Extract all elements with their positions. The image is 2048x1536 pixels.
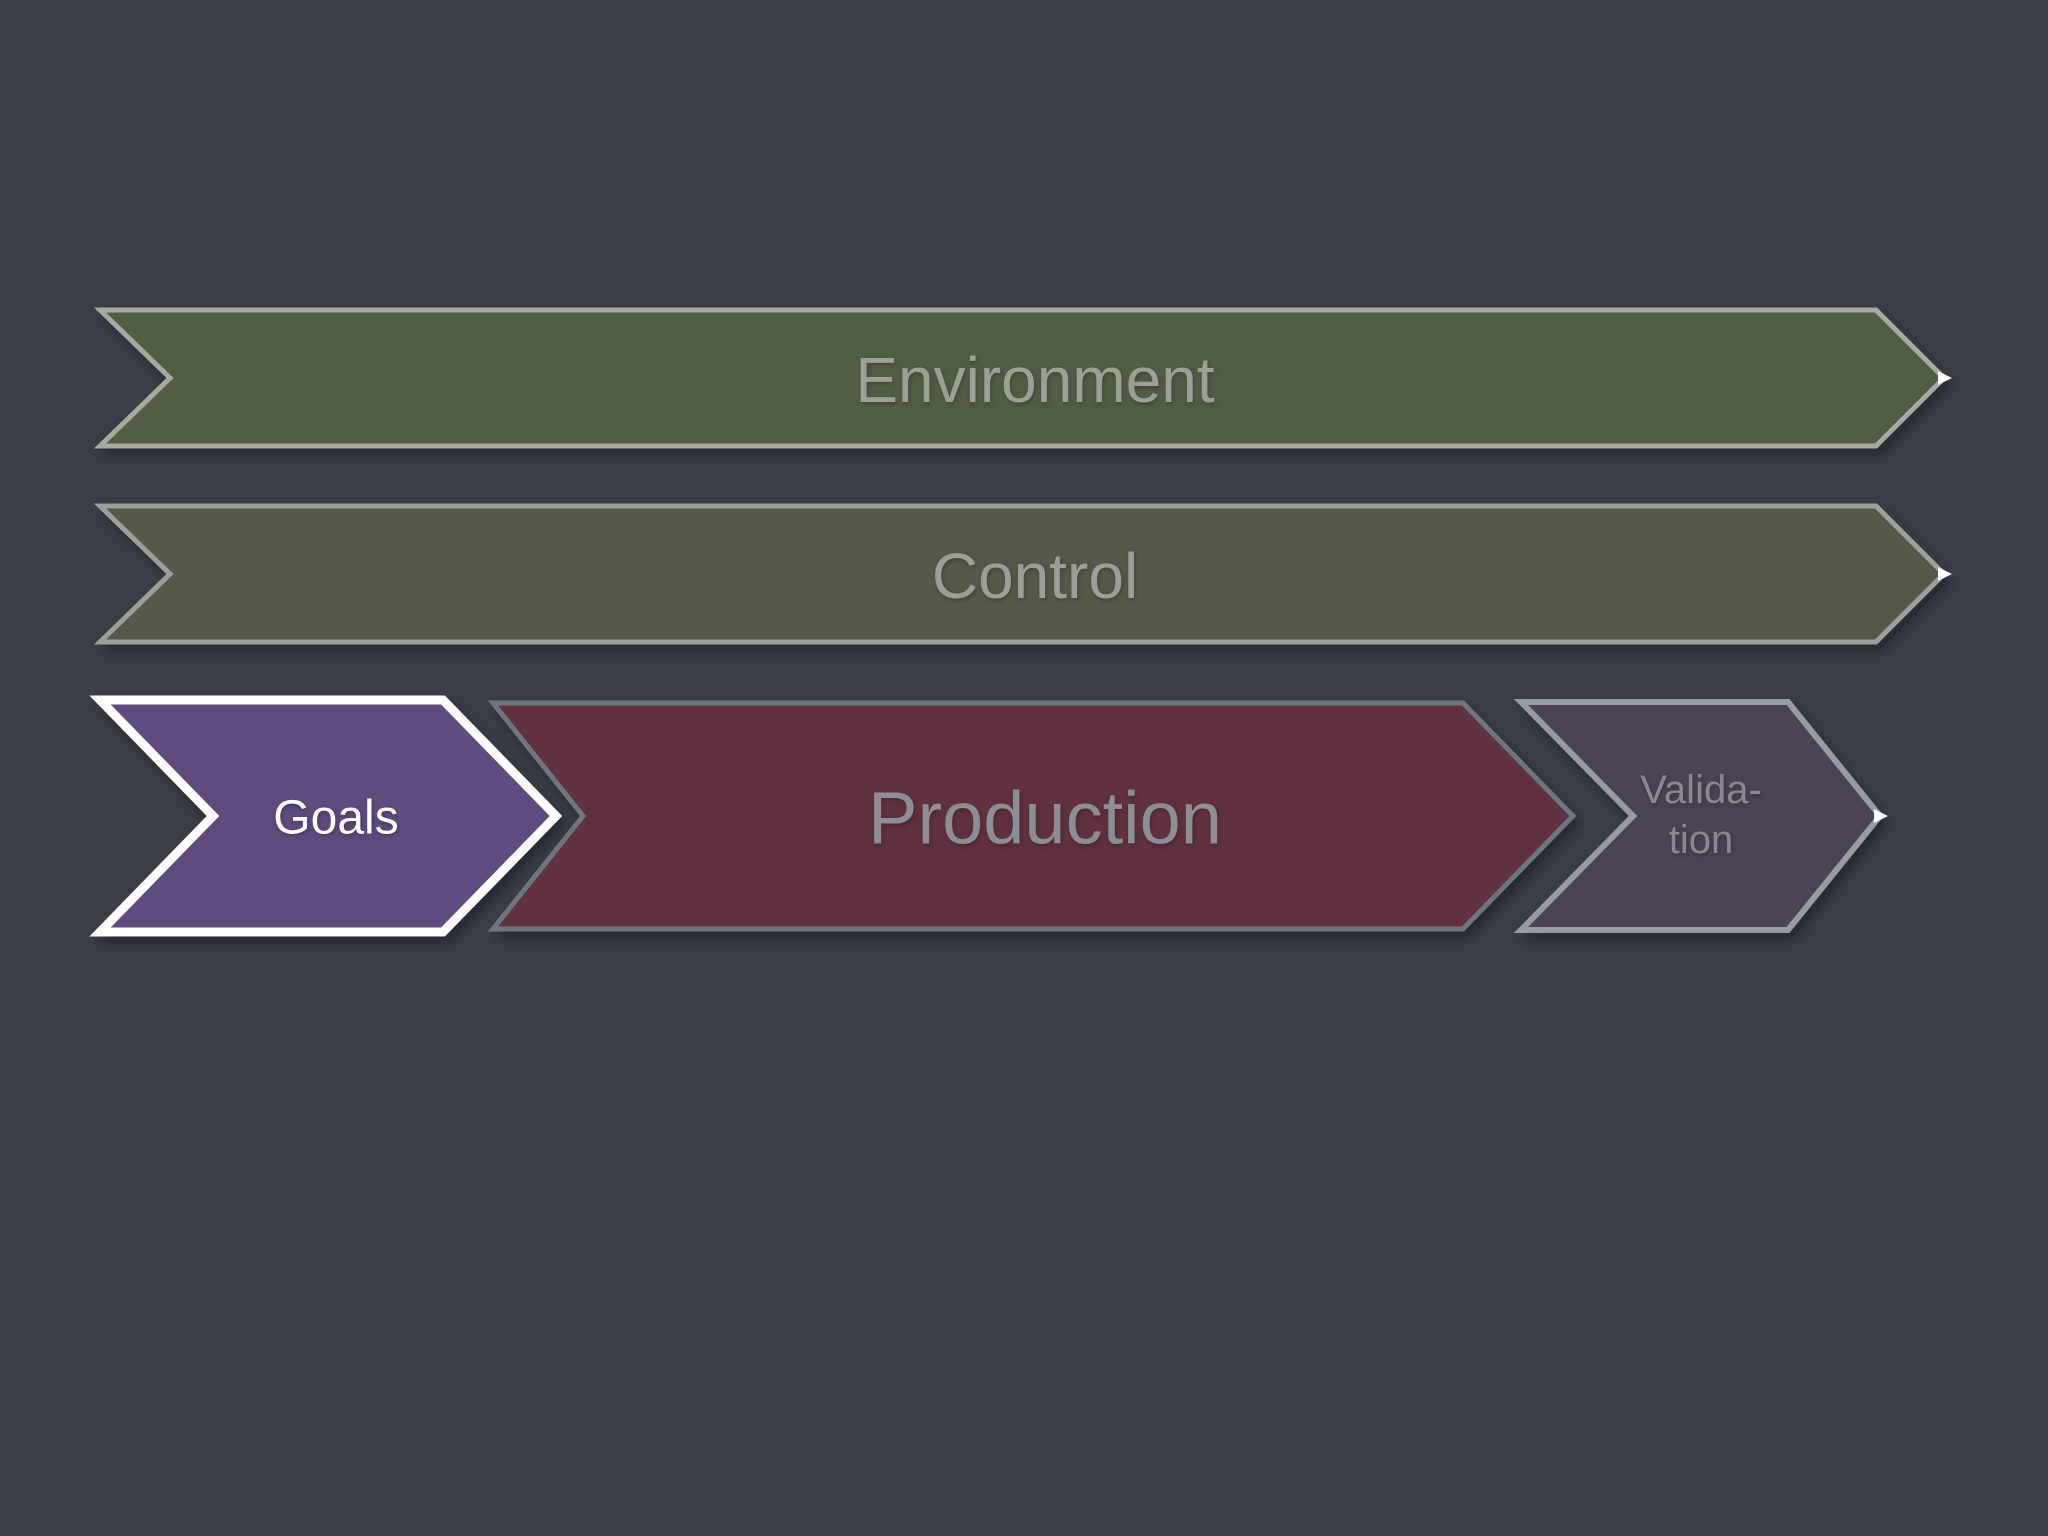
goals-label: Goals	[273, 792, 398, 845]
validation-chevron-shape	[1513, 699, 1884, 933]
validation-label-line1: Valida-	[1640, 768, 1762, 812]
goals-chevron: Goals	[89, 695, 563, 937]
environment-label: Environment	[855, 344, 1215, 416]
control-arrow-tip-highlight-icon	[1938, 567, 1952, 581]
environment-arrow-shape	[93, 307, 1948, 449]
control-arrow-shape	[93, 503, 1948, 645]
production-label: Production	[868, 777, 1222, 860]
goals-chevron-shape	[89, 695, 563, 937]
production-arrow-shape	[487, 700, 1577, 932]
validation-chevron-tip-highlight-icon	[1874, 809, 1888, 823]
validation-label-line2: tion	[1669, 818, 1734, 862]
production-arrow: Production	[487, 700, 1577, 932]
environment-arrow: Environment	[93, 307, 1952, 449]
control-label: Control	[932, 540, 1138, 612]
control-arrow: Control	[93, 503, 1952, 645]
environment-arrow-tip-highlight-icon	[1938, 371, 1952, 385]
validation-chevron: Valida- tion	[1513, 699, 1888, 933]
